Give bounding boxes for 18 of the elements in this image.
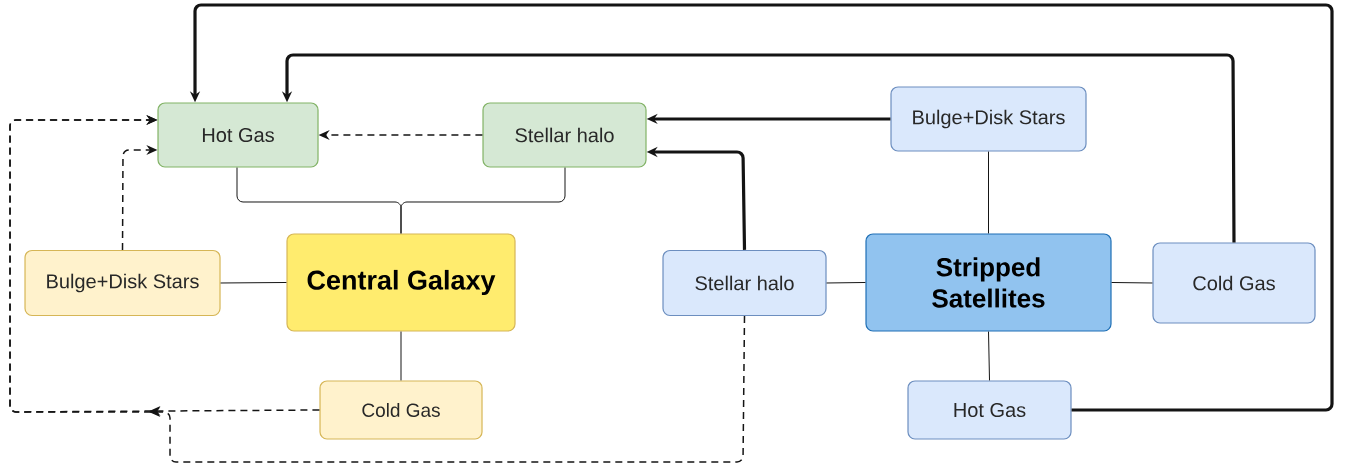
connector-line xyxy=(220,282,287,284)
component-box: Cold Gas xyxy=(319,380,483,440)
component-box: Stellar halo xyxy=(662,249,827,317)
connector-line xyxy=(400,331,402,381)
component-box: Bulge+Disk Stars xyxy=(24,249,221,317)
galaxy-box: Central Galaxy xyxy=(286,233,516,332)
component-box: Bulge+Disk Stars xyxy=(890,86,1087,152)
arrow xyxy=(9,114,746,463)
component-box: Cold Gas xyxy=(1152,242,1316,324)
connector-line xyxy=(400,167,566,234)
connector-line xyxy=(988,331,990,381)
component-box: Stellar halo xyxy=(482,102,647,168)
component-box: Hot Gas xyxy=(907,380,1072,440)
connector-line xyxy=(1111,282,1153,284)
component-box: Hot Gas xyxy=(157,102,319,168)
connector-line xyxy=(826,282,866,284)
galaxy-box: Stripped Satellites xyxy=(865,233,1112,332)
connector-line xyxy=(988,151,989,234)
